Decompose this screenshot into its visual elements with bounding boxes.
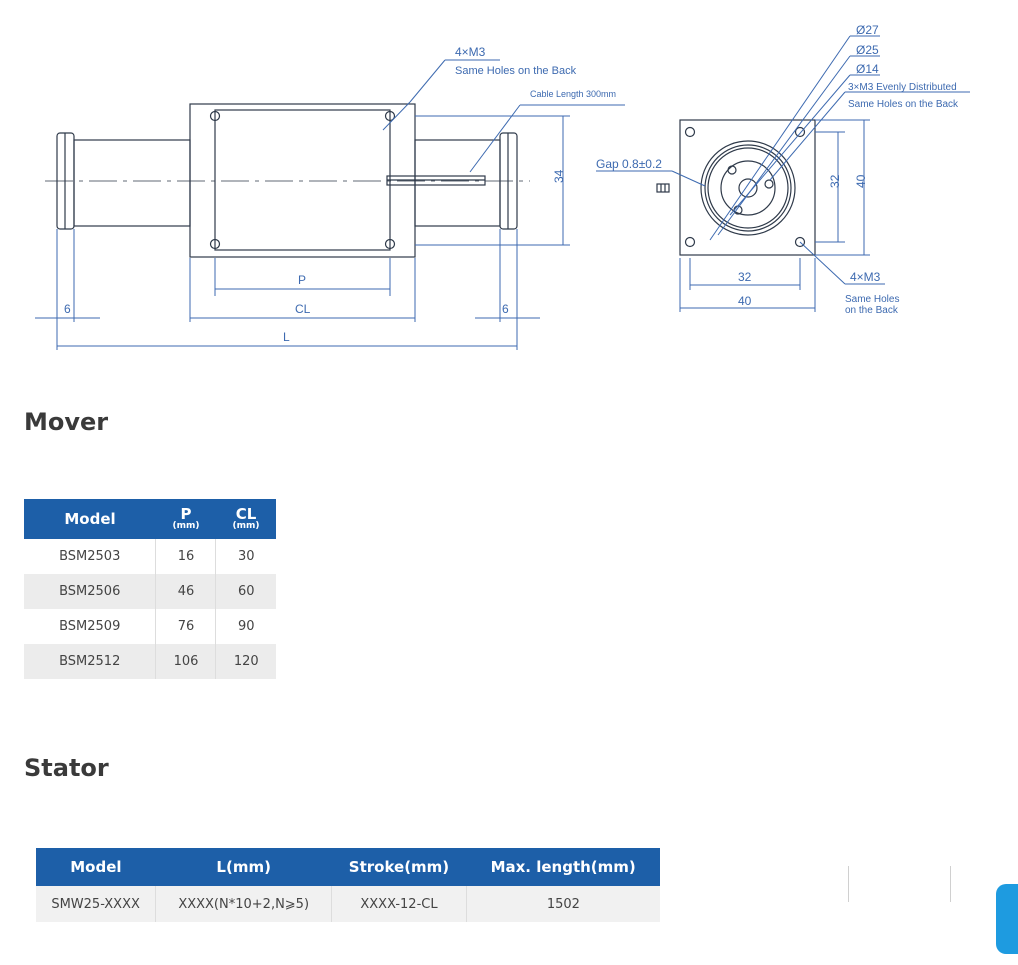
end-dim-40-vertical: 40 bbox=[854, 174, 868, 188]
p-dim-label: P bbox=[298, 273, 306, 287]
diameter-25: Ø25 bbox=[856, 43, 879, 57]
stator-header-max-length: Max. length(mm) bbox=[466, 848, 660, 886]
holes-callout: 4×M3 bbox=[455, 45, 486, 59]
stator-table-header: Model L(mm) Stroke(mm) Max. length(mm) bbox=[36, 848, 660, 886]
technical-drawing: 4×M3 Same Holes on the Back Cable Length… bbox=[35, 23, 970, 350]
diameter-27: Ø27 bbox=[856, 23, 879, 37]
right-gap-dim: 6 bbox=[502, 302, 509, 316]
stator-cell-l: XXXX(N*10+2,N⩾5) bbox=[155, 886, 333, 922]
cl-dim-label: CL bbox=[295, 302, 311, 316]
diameter-14: Ø14 bbox=[856, 62, 879, 76]
gap-callout: Gap 0.8±0.2 bbox=[596, 157, 662, 171]
corner-holes-callout: 4×M3 bbox=[850, 270, 881, 284]
left-rod bbox=[73, 139, 191, 227]
stator-cell-model: SMW25-XXXX bbox=[36, 886, 157, 922]
stator-header-l: L(mm) bbox=[155, 848, 332, 886]
mover-cell-p: 76 bbox=[155, 609, 217, 644]
mover-cell-cl: 60 bbox=[215, 574, 276, 609]
mover-body bbox=[189, 103, 416, 258]
stator-cell-stroke: XXXX-12-CL bbox=[331, 886, 467, 922]
end-dim-32-vertical: 32 bbox=[828, 174, 842, 188]
left-gap-dim: 6 bbox=[64, 302, 71, 316]
mover-header-model: Model bbox=[24, 499, 156, 539]
end-dim-32-horizontal: 32 bbox=[738, 270, 752, 284]
stator-section-title: Stator bbox=[24, 754, 109, 782]
divider-line bbox=[950, 866, 951, 902]
corner-holes-note-2: on the Back bbox=[845, 305, 899, 316]
right-rod bbox=[414, 139, 501, 227]
outer-ring bbox=[700, 140, 796, 236]
mover-cell-cl: 120 bbox=[215, 644, 276, 679]
mover-cell-model: BSM2506 bbox=[24, 574, 157, 609]
mover-cell-p: 16 bbox=[155, 539, 217, 574]
mover-cell-cl: 30 bbox=[237, 549, 255, 564]
mover-cell-p: 106 bbox=[155, 644, 217, 679]
holes-note: Same Holes on the Back bbox=[455, 65, 577, 77]
center-holes-note: Same Holes on the Back bbox=[848, 99, 959, 110]
end-dim-40-horizontal: 40 bbox=[738, 294, 752, 308]
center-bore bbox=[738, 178, 758, 198]
mover-cell-p: 46 bbox=[155, 574, 217, 609]
corner-holes-note-1: Same Holes bbox=[845, 294, 899, 305]
divider-line bbox=[848, 866, 849, 902]
table-row: BSM2509 76 90 bbox=[24, 609, 276, 644]
table-row: BSM2503 16 30 bbox=[24, 539, 276, 574]
stator-cell-max-length: 1502 bbox=[466, 886, 660, 922]
table-row: SMW25-XXXX XXXX(N*10+2,N⩾5) XXXX-12-CL 1… bbox=[36, 886, 660, 922]
mover-cell-model: BSM2509 bbox=[24, 609, 157, 644]
mover-header-p: P(mm) bbox=[155, 499, 216, 539]
table-row: BSM2506 46 60 bbox=[24, 574, 276, 609]
end-view-plate bbox=[679, 119, 816, 256]
stator-table: Model L(mm) Stroke(mm) Max. length(mm) S… bbox=[36, 848, 660, 922]
cable-note: Cable Length 300mm bbox=[530, 89, 616, 99]
floating-side-tab[interactable] bbox=[996, 884, 1018, 954]
mover-table: Model P(mm) CL(mm) BSM2503 16 30 BSM2506… bbox=[24, 499, 276, 679]
mover-table-header: Model P(mm) CL(mm) bbox=[24, 499, 276, 539]
stator-header-model: Model bbox=[36, 848, 156, 886]
center-holes-callout: 3×M3 Evenly Distributed bbox=[848, 82, 957, 93]
mover-cell-model: BSM2503 bbox=[24, 539, 157, 574]
mover-cell-cl: 90 bbox=[237, 619, 255, 634]
mover-cell-model: BSM2512 bbox=[24, 644, 157, 679]
height-dim-34: 34 bbox=[552, 169, 566, 183]
l-dim-label: L bbox=[283, 330, 290, 344]
mover-header-cl: CL(mm) bbox=[215, 499, 276, 539]
table-row: BSM2512 106 120 bbox=[24, 644, 276, 679]
mover-section-title: Mover bbox=[24, 408, 109, 436]
stator-header-stroke: Stroke(mm) bbox=[331, 848, 467, 886]
